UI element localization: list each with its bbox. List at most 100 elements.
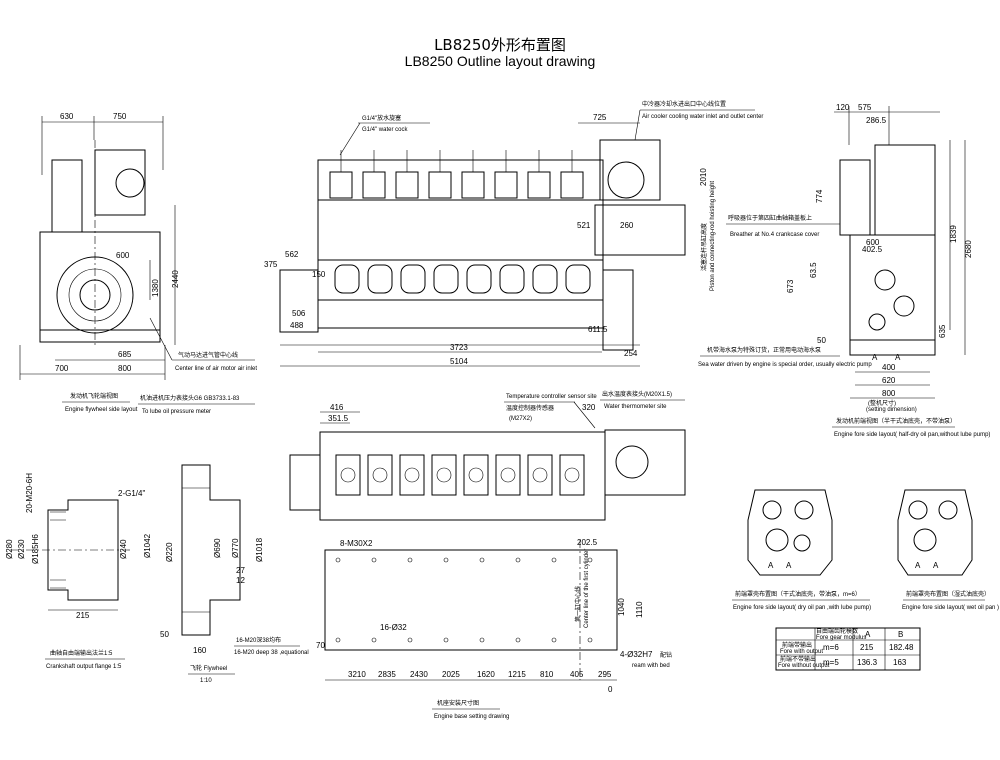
base-caption-cn: 机座安装尺寸图 <box>437 699 479 707</box>
base-hole-bottom <box>551 637 557 643</box>
base-dim-202-5: 202.5 <box>577 538 598 547</box>
base-dim-label: 2430 <box>410 670 428 679</box>
output-flange: 215 20-M20-6H Ø280 Ø230 Ø185H6 2-G1/4" Ø… <box>5 473 145 670</box>
gear-row2-label-cn: 前端不带输出 <box>780 655 816 663</box>
sv-water-cock-en: G1/4" water cock <box>362 127 408 133</box>
fore-dim-286-5: 286.5 <box>866 116 887 125</box>
fw-dim-50: 50 <box>160 630 169 639</box>
sv-air-cooler <box>594 204 686 256</box>
sv-cylinder-head <box>362 171 386 199</box>
sv-dim-150: 150 <box>312 270 326 279</box>
tv-cylinder <box>559 454 585 496</box>
fore-gear-3 <box>868 313 886 331</box>
fore-layout-dry: A A 前端罩壳布置图（干式油底壳，带油泵，m=6） Engine fore s… <box>732 489 871 611</box>
tv-cylinder <box>367 454 393 496</box>
gear-row2-label-en: Fore without output <box>778 663 830 669</box>
base-dim-label: 0 <box>608 685 613 694</box>
fore-wet-gear-2 <box>938 500 958 520</box>
fore-dim-2680: 2680 <box>964 240 973 258</box>
fv-oil-en: To lube oil pressure meter <box>142 409 211 415</box>
flange-dim-185: Ø185H6 <box>31 534 40 564</box>
sv-turbo-inlet <box>607 161 645 199</box>
sv-cylinder-head <box>428 171 452 199</box>
sv-crankcase-door <box>433 264 459 294</box>
sv-cooler-cn: 中冷器冷却水进出口中心线位置 <box>642 100 726 108</box>
tv-cylinder-cover <box>404 467 420 483</box>
base-hole-top <box>371 557 377 563</box>
gear-row2-b: 163 <box>893 658 907 667</box>
gear-table-title-cn: 自由端齿轮模数 <box>816 627 858 635</box>
fw-dim-12: 12 <box>236 576 245 585</box>
sv-breather-cn: 呼吸器位于第四缸曲轴箱盖板上 <box>728 214 812 222</box>
fw-dim-690: Ø690 <box>213 538 222 558</box>
tv-cylinder-cover <box>436 467 452 483</box>
fore-side-view: 120 575 286.5 600 402.5 1839 2680 774 67… <box>786 103 990 438</box>
base-reamed-spec: 4-Ø32H7 <box>620 650 653 659</box>
base-hole-bottom <box>443 637 449 643</box>
fore-dim-63-5: 63.5 <box>809 262 818 278</box>
sv-dim-5104: 5104 <box>450 357 468 366</box>
fore-dry-gear-3 <box>765 528 789 552</box>
fore-dim-635: 635 <box>938 324 947 338</box>
base-center-cn: 第一缸中心线 <box>574 586 582 622</box>
sv-cylinder-head <box>395 171 419 199</box>
sv-engine-block <box>317 199 604 261</box>
tv-cylinder <box>463 454 489 496</box>
fore-wet-gear-3 <box>913 528 937 552</box>
fv-turbo-circle <box>115 168 145 198</box>
fore-dim-620: 620 <box>882 376 896 385</box>
fore-dim-1839: 1839 <box>949 225 958 243</box>
fore-dry-a2: A <box>786 561 792 570</box>
tv-cylinder <box>335 454 361 496</box>
gear-row1-a: 215 <box>860 643 874 652</box>
tv-cylinder <box>527 454 553 496</box>
sv-dim-611-5: 611.5 <box>588 325 608 334</box>
fore-dry-outline <box>747 489 833 576</box>
tv-cylinder-cover <box>372 467 388 483</box>
sv-crankcase-door <box>334 264 360 294</box>
sv-piston-val: 2010 <box>699 168 708 186</box>
fore-gear-2 <box>893 295 915 317</box>
fw-dim-220: Ø220 <box>165 542 174 562</box>
base-center-en: Center line of the first cylinder <box>584 549 590 628</box>
base-hole-top <box>443 557 449 563</box>
fore-upper-block <box>874 144 936 236</box>
flange-dim-280: Ø280 <box>5 539 14 559</box>
tv-cylinder <box>431 454 457 496</box>
sv-piston-en: Piston and connecting-rod hoisting heigh… <box>710 181 716 291</box>
flange-dim-230: Ø230 <box>17 539 26 559</box>
sv-dim-260: 260 <box>620 221 634 230</box>
fw-dim-1042: Ø1042 <box>143 533 152 558</box>
fore-dim-774: 774 <box>815 189 824 203</box>
base-hole-bottom <box>371 637 377 643</box>
tv-cylinder-cover <box>532 467 548 483</box>
tv-cylinder-cover <box>468 467 484 483</box>
tv-cylinder-cover <box>340 467 356 483</box>
sv-turbocharger <box>599 139 661 201</box>
tv-turbo-circle <box>615 445 649 479</box>
flywheel-outline <box>181 464 241 636</box>
tv-dim-320: 320 <box>582 403 596 412</box>
fv-dim-630: 630 <box>60 112 74 121</box>
sv-pump-cn: 机带海水泵为特殊订货，正常用电动海水泵 <box>707 346 821 354</box>
flange-dim-215: 215 <box>76 611 90 620</box>
page-title-cn: LB8250外形布置图 <box>434 36 566 54</box>
fw-holes-cn: 16-M20深38均布 <box>236 636 281 644</box>
fore-gear-1 <box>874 269 896 291</box>
fore-filter <box>839 159 871 236</box>
fore-a-left: A <box>872 353 878 362</box>
tv-cylinder <box>399 454 425 496</box>
fore-dim-50: 50 <box>817 336 826 345</box>
flange-caption-en: Crankshaft output flange 1:5 <box>46 664 122 670</box>
base-hole-bottom <box>479 637 485 643</box>
fore-wet-a1: A <box>915 561 921 570</box>
gear-row1-b: 182.48 <box>889 643 914 652</box>
flange-hatch <box>50 511 66 589</box>
fv-filter-block <box>51 159 83 233</box>
base-dim-label: 1215 <box>508 670 526 679</box>
sv-crankcase <box>317 259 604 301</box>
engine-base: 第一缸中心线 Center line of the first cylinder… <box>316 538 672 720</box>
base-hole-top <box>551 557 557 563</box>
gear-table-col-a: A <box>865 630 871 639</box>
